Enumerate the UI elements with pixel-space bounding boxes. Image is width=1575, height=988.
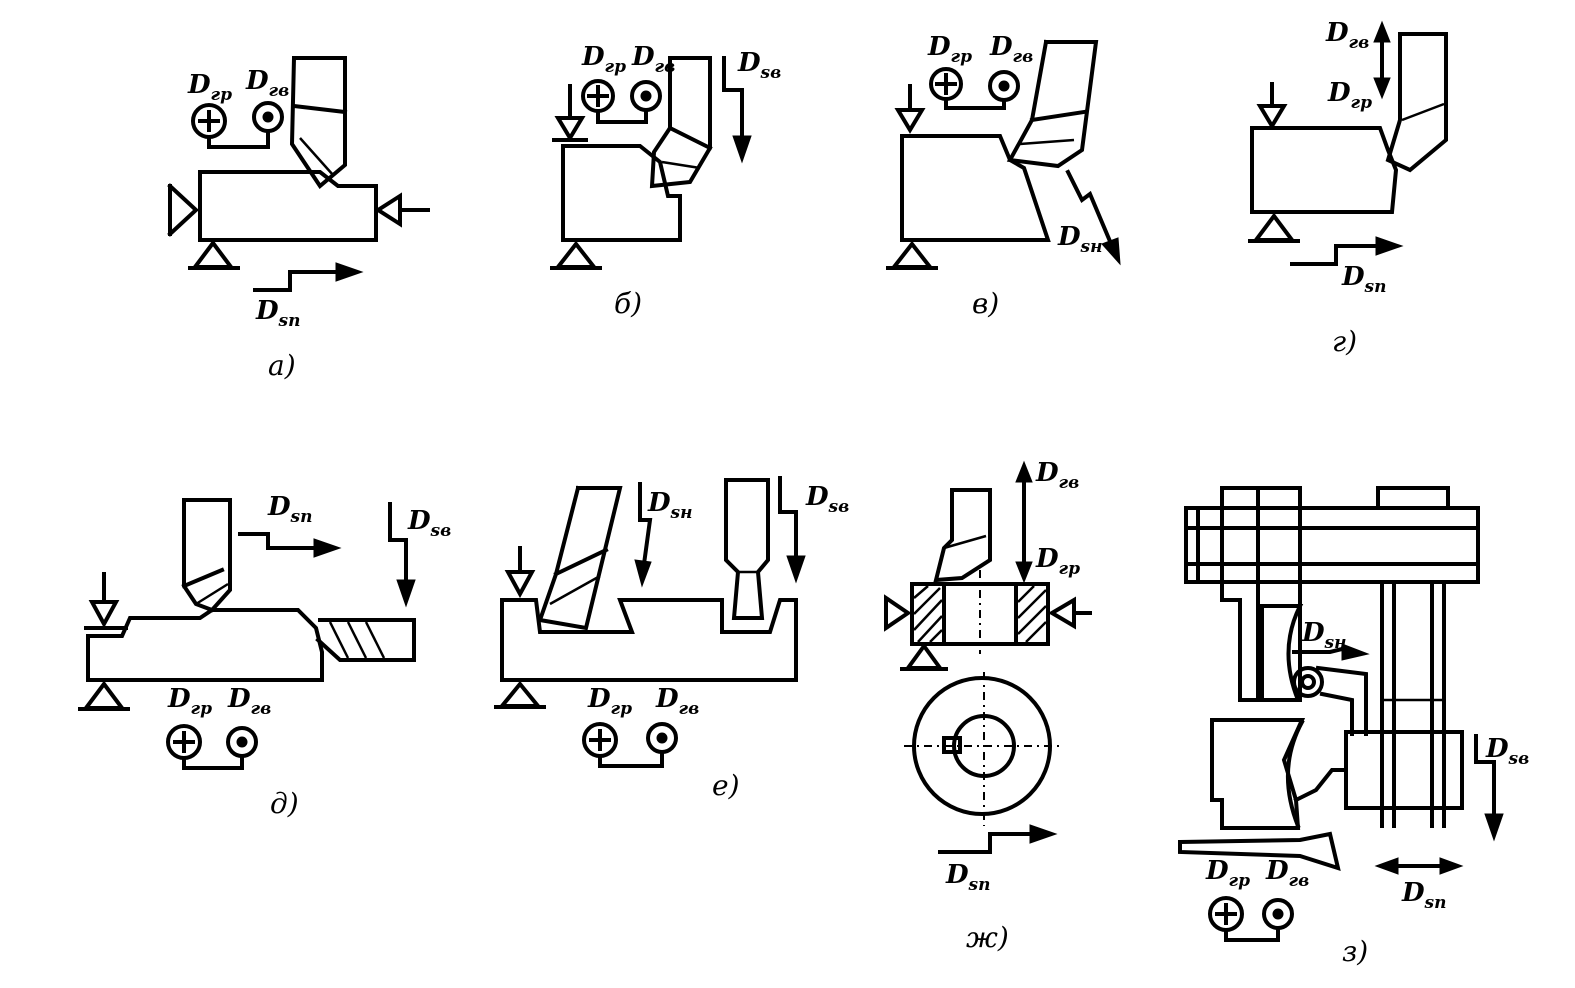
panel-e-drawing: [494, 476, 806, 768]
panel-v-label-d-gr: Dгр: [928, 32, 972, 67]
panel-z-label-d-gv: Dгв: [1266, 856, 1310, 891]
panel-zh-label-d-sp: Dsп: [946, 860, 991, 895]
panel-a-label-d-gr: Dгр: [188, 70, 232, 105]
panel-v-label-d-gv: Dгв: [990, 32, 1034, 67]
panel-b-caption: б): [614, 287, 643, 320]
panel-e-label-d-sv: Dsв: [806, 482, 850, 517]
panel-b-label-d-gr: Dгр: [582, 42, 626, 77]
panel-b-label-d-sv: Dsв: [738, 48, 782, 83]
panel-e-label-d-gr: Dгр: [588, 684, 632, 719]
panel-e-caption: е): [712, 769, 740, 802]
panel-d-caption: д): [270, 787, 299, 820]
panel-v-label-d-sn: Dsн: [1058, 222, 1103, 257]
panel-d-label-d-sp: Dsп: [268, 492, 313, 527]
panel-zh-label-d-gr: Dгр: [1036, 544, 1080, 579]
panel-d-label-d-sv: Dsв: [408, 506, 452, 541]
panel-a-label-d-sp: Dsп: [256, 296, 301, 331]
panel-zh-drawing: [884, 460, 1092, 854]
panel-e-label-d-sn: Dsн: [648, 488, 693, 523]
panel-a-label-d-gv: Dгв: [246, 66, 290, 101]
panel-e-label-d-gv: Dгв: [656, 684, 700, 719]
panel-zh-caption: ж): [966, 921, 1009, 954]
panel-b-drawing: [550, 56, 752, 270]
panel-a-caption: а): [268, 349, 296, 382]
panel-v-drawing: [886, 39, 1121, 270]
panel-g-label-d-gv: Dгв: [1326, 18, 1370, 53]
panel-b-label-d-gv: Dгв: [632, 42, 676, 77]
panel-z-caption: з): [1342, 935, 1369, 968]
panel-g-label-d-gr: Dгр: [1328, 78, 1372, 113]
panel-z-drawing: [1178, 486, 1504, 942]
panel-z-label-d-sv: Dsв: [1486, 734, 1530, 769]
panel-d-label-d-gv: Dгв: [228, 684, 272, 719]
panel-g-drawing: [1248, 20, 1448, 266]
panel-a-drawing: [167, 55, 430, 292]
panel-v-caption: в): [972, 287, 1000, 320]
panel-d-label-d-gr: Dгр: [168, 684, 212, 719]
panel-g-caption: г): [1332, 325, 1358, 358]
panel-z-label-d-gr: Dгр: [1206, 856, 1250, 891]
panel-z-label-d-sp: Dsп: [1402, 878, 1447, 913]
panel-d-drawing: [78, 498, 416, 770]
panel-zh-label-d-gv: Dгв: [1036, 458, 1080, 493]
panel-g-label-d-sp: Dsп: [1342, 262, 1387, 297]
panel-z-label-d-sn: Dsн: [1302, 618, 1347, 653]
